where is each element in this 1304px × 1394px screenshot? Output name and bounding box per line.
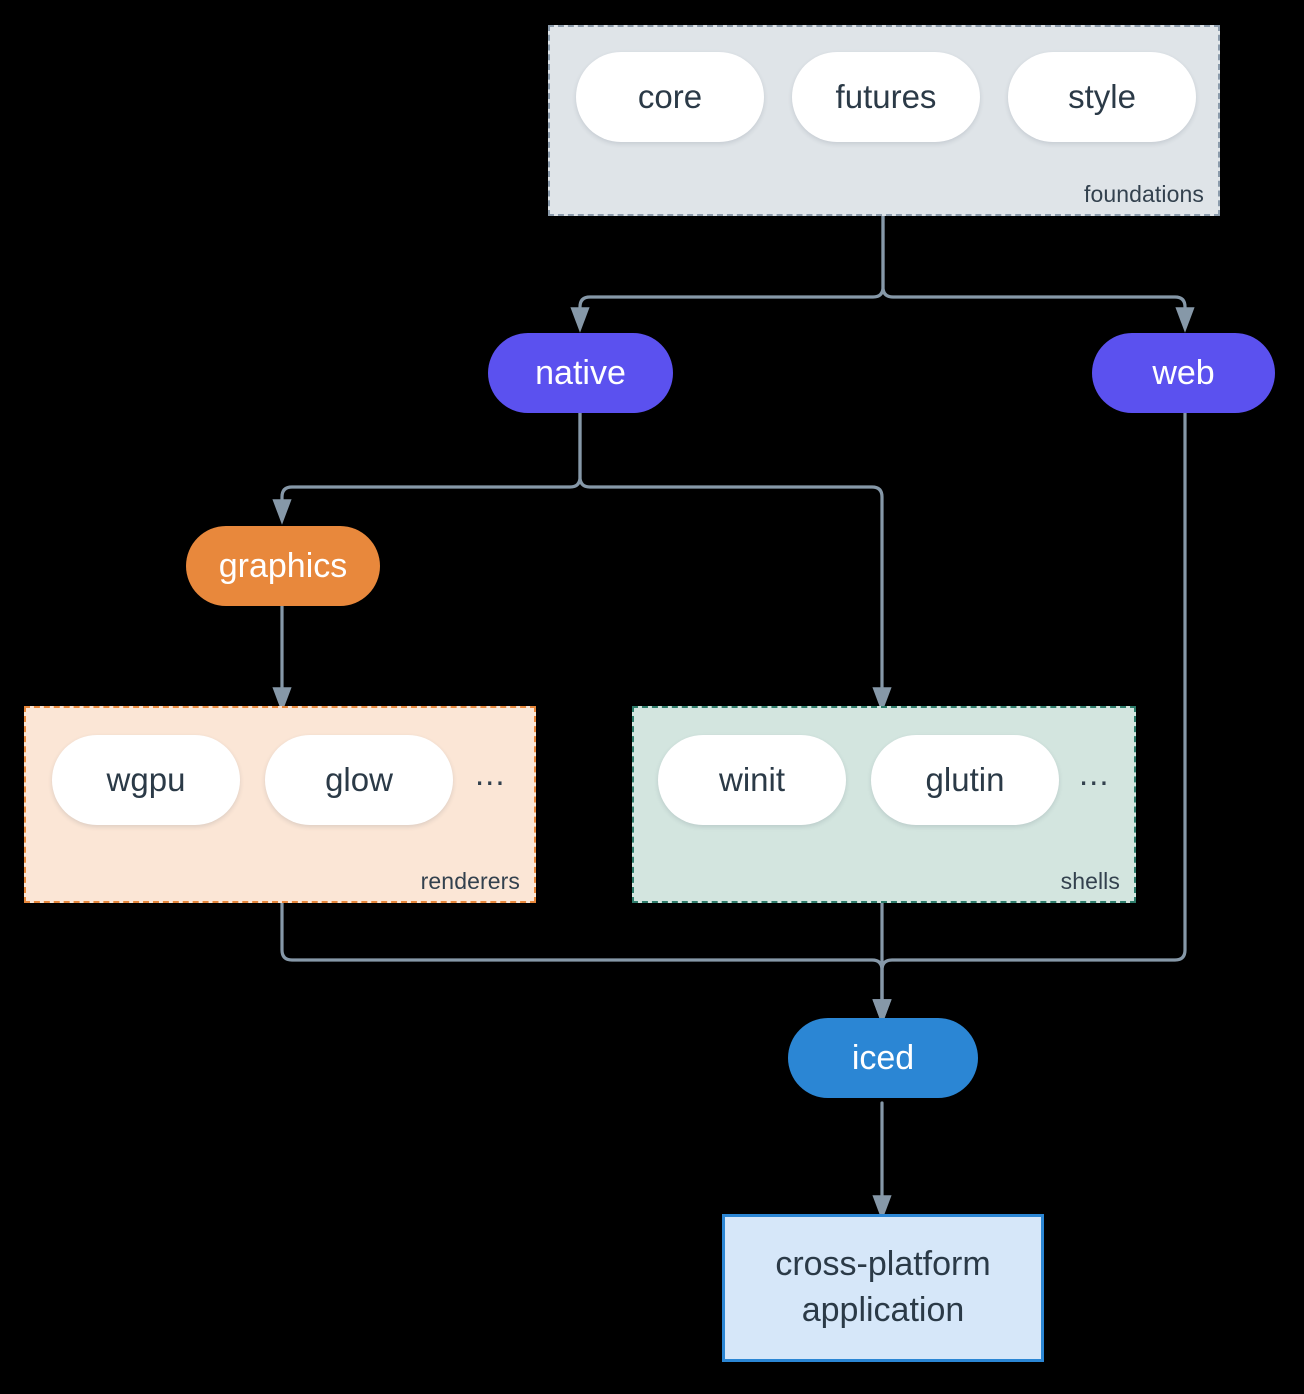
node-native[interactable]: native [488, 333, 673, 413]
pill-futures[interactable]: futures [792, 52, 980, 142]
edge-native-shells [578, 411, 892, 713]
node-cross-platform-application[interactable]: cross-platform application [722, 1214, 1044, 1362]
renderers-more-ellipsis: ... [475, 754, 506, 792]
group-foundations: core futures style foundations [548, 25, 1220, 216]
application-line-1: cross-platform [775, 1245, 991, 1284]
shells-items: winit glutin ... [658, 735, 1110, 825]
edge-native-graphics [272, 411, 582, 525]
pill-glow[interactable]: glow [265, 735, 453, 825]
renderers-items: wgpu glow ... [52, 735, 506, 825]
foundations-items: core futures style [576, 52, 1196, 142]
edge-foundations-web [881, 214, 1195, 333]
pill-core[interactable]: core [576, 52, 764, 142]
group-label-renderers: renderers [420, 868, 520, 894]
group-shells: winit glutin ... shells [632, 706, 1136, 903]
node-iced[interactable]: iced [788, 1018, 978, 1098]
pill-style[interactable]: style [1008, 52, 1196, 142]
edge-renderers-iced [280, 901, 892, 1025]
group-label-foundations: foundations [1083, 181, 1204, 207]
edge-foundations-native [570, 214, 885, 333]
shells-more-ellipsis: ... [1079, 754, 1110, 792]
pill-winit[interactable]: winit [658, 735, 846, 825]
group-renderers: wgpu glow ... renderers [24, 706, 536, 903]
node-graphics[interactable]: graphics [186, 526, 380, 606]
pill-wgpu[interactable]: wgpu [52, 735, 240, 825]
node-web[interactable]: web [1092, 333, 1275, 413]
application-line-2: application [801, 1291, 965, 1329]
group-label-shells: shells [1060, 868, 1120, 894]
pill-glutin[interactable]: glutin [871, 735, 1059, 825]
